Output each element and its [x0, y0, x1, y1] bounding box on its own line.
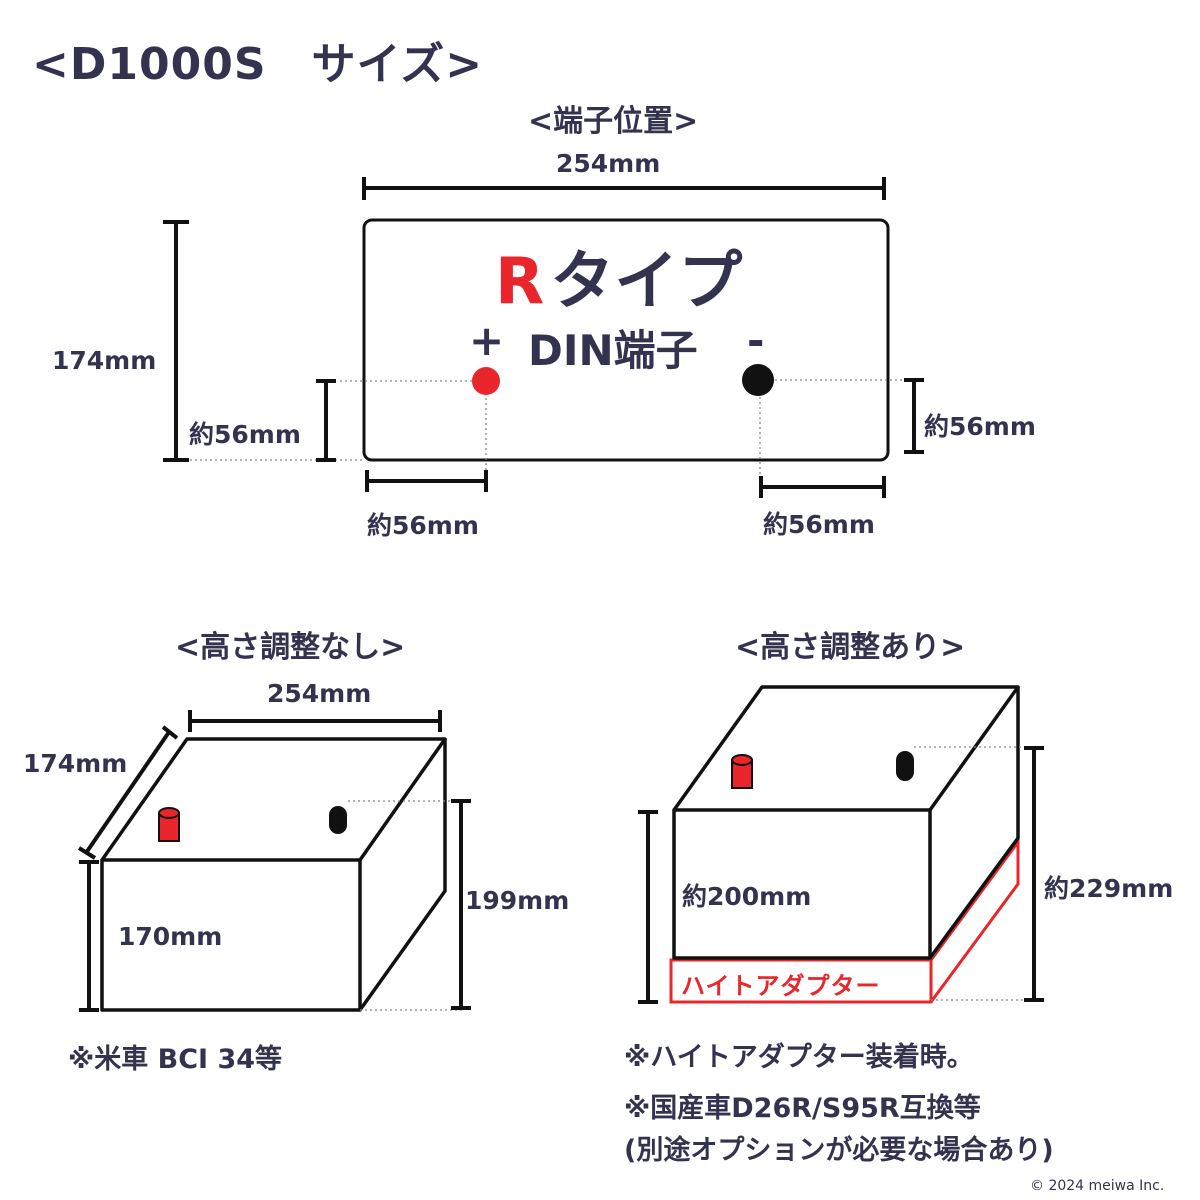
height-adapter-label: ハイトアダプター	[681, 972, 881, 1000]
height-dimension-line	[163, 220, 189, 462]
with-adjust-total-height-label: 約229mm	[1044, 874, 1174, 903]
no-adjust-body-height-label: 170mm	[118, 922, 223, 951]
height-adapter-outline	[669, 837, 1020, 1004]
no-adjust-width-label: 254mm	[267, 679, 372, 708]
terminal-posts-right	[731, 751, 914, 789]
right-vertical-label: 約56mm	[924, 412, 1036, 441]
r-letter: R	[495, 245, 545, 319]
page-title: <D1000S サイズ>	[32, 39, 484, 90]
top-width-label: 254mm	[556, 149, 661, 178]
right-box-dimension-lines	[638, 746, 1044, 1004]
battery-box-with-adjust	[672, 685, 1020, 960]
din-terminal-label: DIN端子	[528, 326, 698, 375]
type-word: タイプ	[550, 245, 743, 319]
r-type-label: Rタイプ	[495, 242, 742, 322]
terminal-position-heading: <端子位置>	[528, 104, 699, 139]
minus-sign: -	[747, 316, 765, 365]
positive-terminal-dot	[472, 367, 500, 395]
left-vertical-dimension-line	[316, 379, 336, 462]
width-dimension-line	[362, 177, 886, 200]
with-adjust-body-height-label: 約200mm	[682, 882, 812, 911]
left-vertical-label: 約56mm	[189, 420, 301, 449]
with-adjust-note-1: ※ハイトアダプター装着時。	[624, 1042, 974, 1073]
left-box-dimension-lines	[77, 710, 471, 1012]
guide-lines-right	[914, 746, 1040, 1001]
left-horizontal-label: 約56mm	[367, 511, 479, 540]
no-adjust-depth-label: 174mm	[23, 749, 128, 778]
no-adjust-note: ※米車 BCI 34等	[68, 1044, 283, 1075]
battery-top-outline	[362, 218, 890, 462]
terminal-posts-left	[158, 806, 347, 842]
no-adjust-heading: <高さ調整なし>	[175, 630, 406, 665]
plus-sign: +	[469, 316, 505, 365]
copyright: © 2024 meiwa Inc.	[1030, 1178, 1165, 1194]
battery-box-no-adjust	[100, 737, 447, 1012]
with-adjust-note-3: (別途オプションが必要な場合あり)	[624, 1135, 1054, 1166]
negative-terminal-dot	[742, 364, 774, 396]
with-adjust-note-2: ※国産車D26R/S95R互換等	[624, 1093, 981, 1124]
top-height-label: 174mm	[52, 346, 157, 375]
left-horizontal-dimension-line	[365, 470, 488, 492]
no-adjust-height-label: 199mm	[465, 886, 570, 915]
right-horizontal-label: 約56mm	[763, 510, 875, 539]
with-adjust-heading: <高さ調整あり>	[735, 630, 966, 665]
right-horizontal-dimension-line	[759, 476, 886, 498]
guide-lines-left	[348, 800, 462, 1011]
right-vertical-dimension-line	[904, 378, 924, 454]
